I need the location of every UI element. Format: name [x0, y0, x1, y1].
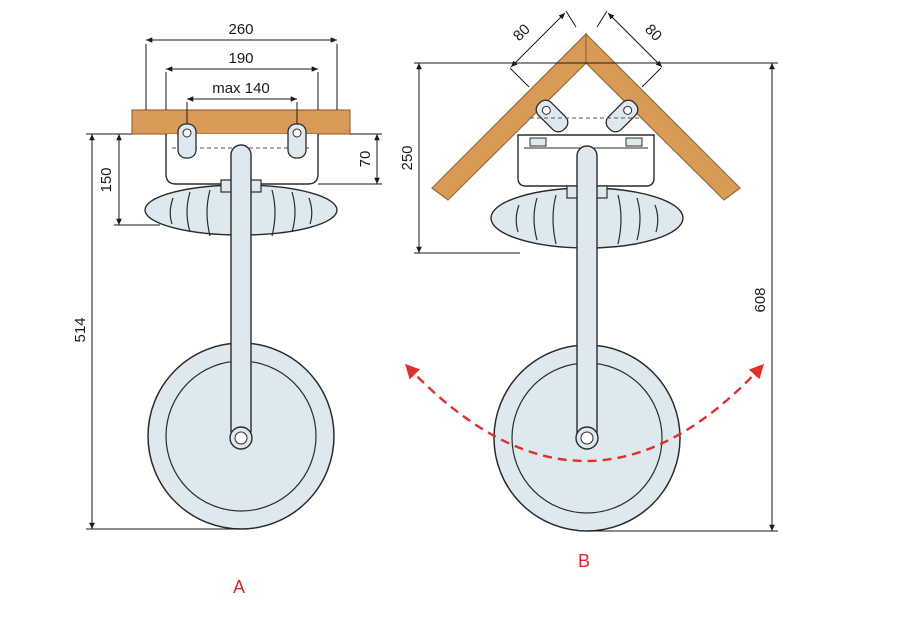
dimension-max-140: max 140 — [186, 80, 298, 124]
dim-514-text: 514 — [72, 317, 89, 342]
dim-260-text: 260 — [228, 21, 253, 38]
dimension-70: 70 — [318, 133, 382, 185]
dim-190-text: 190 — [228, 50, 253, 67]
hinge-right — [287, 123, 307, 159]
dimension-608: 608 — [586, 62, 778, 532]
hinge-b-right — [605, 99, 639, 133]
dim-70-text: 70 — [357, 151, 374, 168]
corner-board-right — [585, 32, 741, 201]
view-a-label: A — [233, 577, 245, 597]
dimension-250: 250 — [399, 62, 586, 254]
hinge-b-left — [535, 99, 569, 133]
corner-screw-left — [529, 137, 547, 147]
dim-80-left-text: 80 — [510, 21, 534, 45]
pole-b — [576, 145, 598, 443]
corner-screw-right — [625, 137, 643, 147]
pole — [230, 144, 252, 442]
view-b: 80 80 250 608 B — [399, 10, 778, 571]
pole-b-base-hole — [580, 431, 594, 445]
dim-250-text: 250 — [399, 145, 416, 170]
swing-arrow — [405, 363, 764, 463]
head-rest-b-slots — [515, 194, 659, 245]
view-b-label: B — [578, 551, 590, 571]
dimension-514: 514 — [72, 133, 241, 530]
dimension-260: 260 — [145, 21, 338, 110]
dim-150-text: 150 — [98, 167, 115, 192]
dimension-190: 190 — [165, 50, 319, 110]
head-rest-slots — [169, 189, 313, 237]
view-a: 260 190 max 140 70 150 — [72, 21, 382, 597]
dim-max-140-text: max 140 — [212, 80, 270, 97]
pole-base-hole — [234, 431, 248, 445]
dim-608-text: 608 — [752, 287, 769, 312]
hinge-left — [177, 123, 197, 159]
wall-board — [131, 109, 351, 135]
dim-80-right-text: 80 — [641, 21, 665, 45]
